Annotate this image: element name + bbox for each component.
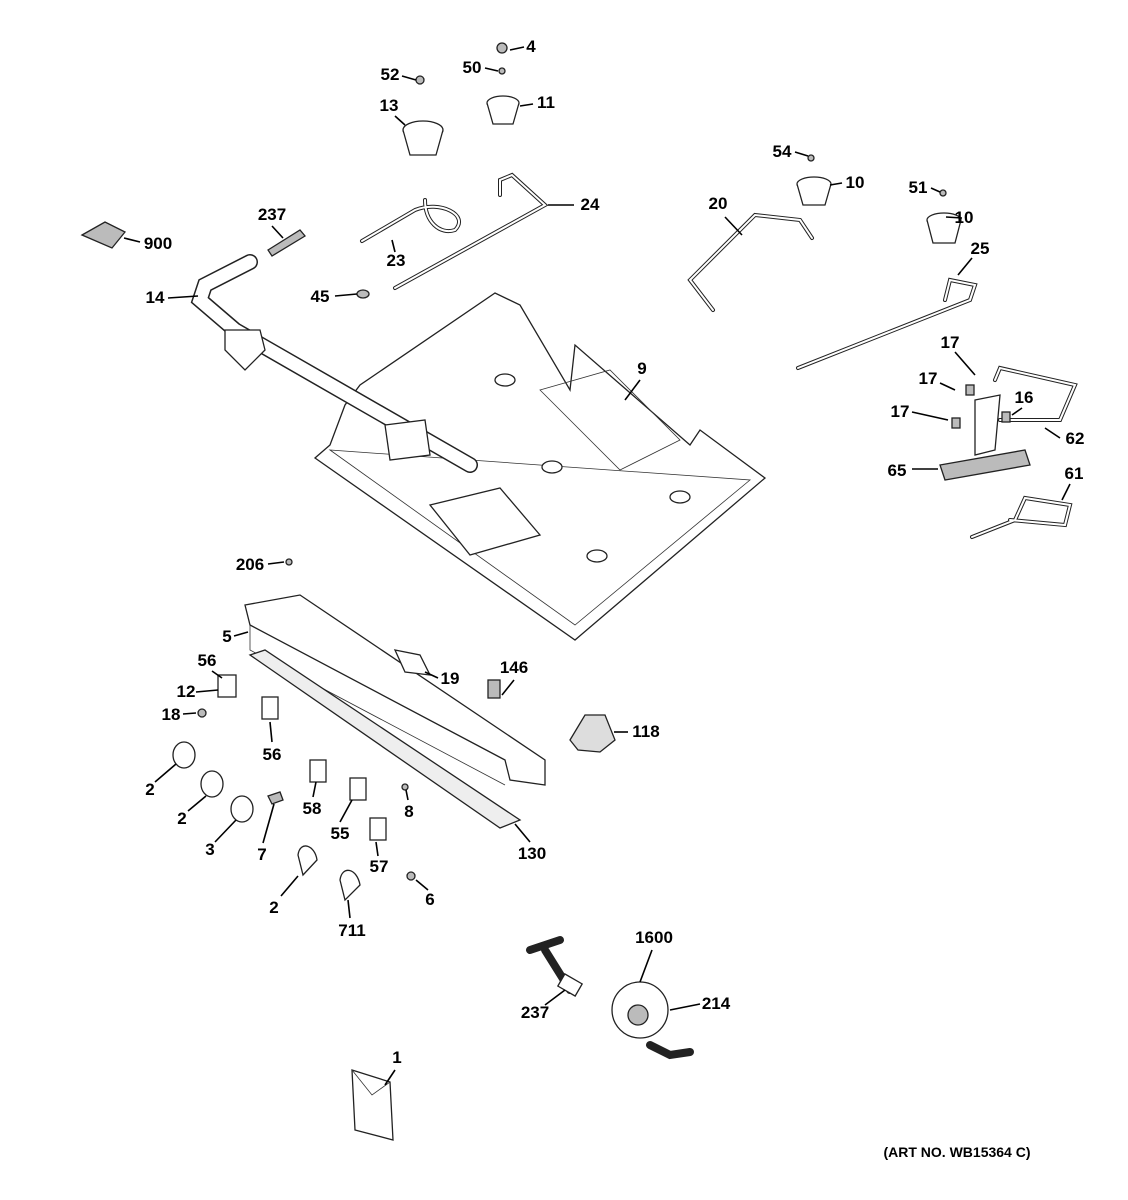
leader-lines	[123, 46, 1071, 1086]
callout-3: 3	[205, 840, 214, 859]
valve-65	[939, 384, 1031, 481]
switch-58	[309, 759, 327, 783]
manifold-pipe	[190, 254, 478, 473]
washer-45	[356, 289, 370, 299]
callout-57: 57	[370, 857, 389, 876]
callout-25: 25	[971, 239, 990, 258]
callout-2: 2	[269, 898, 278, 917]
callout-214: 214	[702, 994, 731, 1013]
art-number: (ART NO. WB15364 C)	[883, 1144, 1030, 1160]
callout-20: 20	[709, 194, 728, 213]
burner-11	[486, 42, 520, 125]
burner-13	[402, 75, 444, 156]
callout-237: 237	[258, 205, 286, 224]
callout-711: 711	[338, 921, 365, 940]
knob-2-a	[172, 741, 196, 769]
clip-7	[267, 791, 284, 805]
owners-manual	[351, 1069, 394, 1141]
callout-5: 5	[222, 627, 231, 646]
callout-8: 8	[404, 802, 413, 821]
callout-18: 18	[162, 705, 181, 724]
burner-tube-25	[796, 277, 978, 370]
callout-1600: 1600	[635, 928, 673, 947]
callout-10: 10	[846, 173, 865, 192]
part-6	[406, 871, 416, 881]
callout-19: 19	[441, 669, 460, 688]
callout-24: 24	[581, 195, 600, 214]
part-900	[80, 221, 127, 249]
knob-2-b	[200, 770, 224, 798]
callout-14: 14	[146, 288, 165, 307]
callout-17: 17	[919, 369, 938, 388]
callout-16: 16	[1015, 388, 1034, 407]
callout-11: 11	[537, 93, 555, 112]
callout-62: 62	[1066, 429, 1085, 448]
callout-900: 900	[144, 234, 172, 253]
callout-52: 52	[381, 65, 400, 84]
callout-17: 17	[891, 402, 910, 421]
callout-2: 2	[177, 809, 186, 828]
knob-3	[230, 795, 254, 823]
part-118	[569, 714, 616, 753]
callout-23: 23	[387, 251, 406, 270]
burner-10-a	[796, 154, 832, 206]
part-237	[267, 229, 306, 257]
callout-1: 1	[392, 1048, 401, 1067]
callout-6: 6	[425, 890, 434, 909]
callout-17: 17	[941, 333, 960, 352]
callout-65: 65	[888, 461, 907, 480]
callout-56: 56	[263, 745, 282, 764]
callout-45: 45	[311, 287, 330, 306]
callouts: 4 52 50 13 11 54 10 51 10 20 24 237 900 …	[144, 37, 1085, 1160]
callout-130: 130	[518, 844, 546, 863]
control-panel	[244, 594, 546, 829]
callout-55: 55	[331, 824, 350, 843]
switch-56	[261, 696, 279, 720]
callout-237: 237	[521, 1003, 549, 1022]
switch-57	[369, 817, 387, 841]
callout-56: 56	[198, 651, 217, 670]
burner-tube-23	[360, 198, 461, 243]
callout-12: 12	[177, 682, 196, 701]
callout-61: 61	[1065, 464, 1084, 483]
pressure-regulator	[526, 936, 694, 1060]
burner-10-b	[926, 189, 962, 244]
nut-18	[197, 708, 207, 718]
callout-118: 118	[632, 722, 659, 741]
switch-12	[217, 674, 237, 698]
burner-tube-24	[393, 172, 549, 290]
callout-13: 13	[380, 96, 399, 115]
knob-711	[339, 869, 361, 902]
callout-146: 146	[500, 658, 528, 677]
callout-54: 54	[773, 142, 792, 161]
callout-206: 206	[236, 555, 264, 574]
switch-55	[349, 777, 367, 801]
callout-50: 50	[463, 58, 482, 77]
screw-8	[401, 783, 409, 791]
knob-2-c	[297, 845, 318, 877]
callout-51: 51	[909, 178, 928, 197]
callout-4: 4	[526, 37, 536, 56]
callout-10: 10	[955, 208, 974, 227]
callout-2: 2	[145, 780, 154, 799]
screw-206	[285, 558, 293, 566]
callout-7: 7	[257, 845, 266, 864]
callout-9: 9	[637, 359, 646, 378]
callout-58: 58	[303, 799, 322, 818]
burner-pan	[313, 292, 767, 641]
